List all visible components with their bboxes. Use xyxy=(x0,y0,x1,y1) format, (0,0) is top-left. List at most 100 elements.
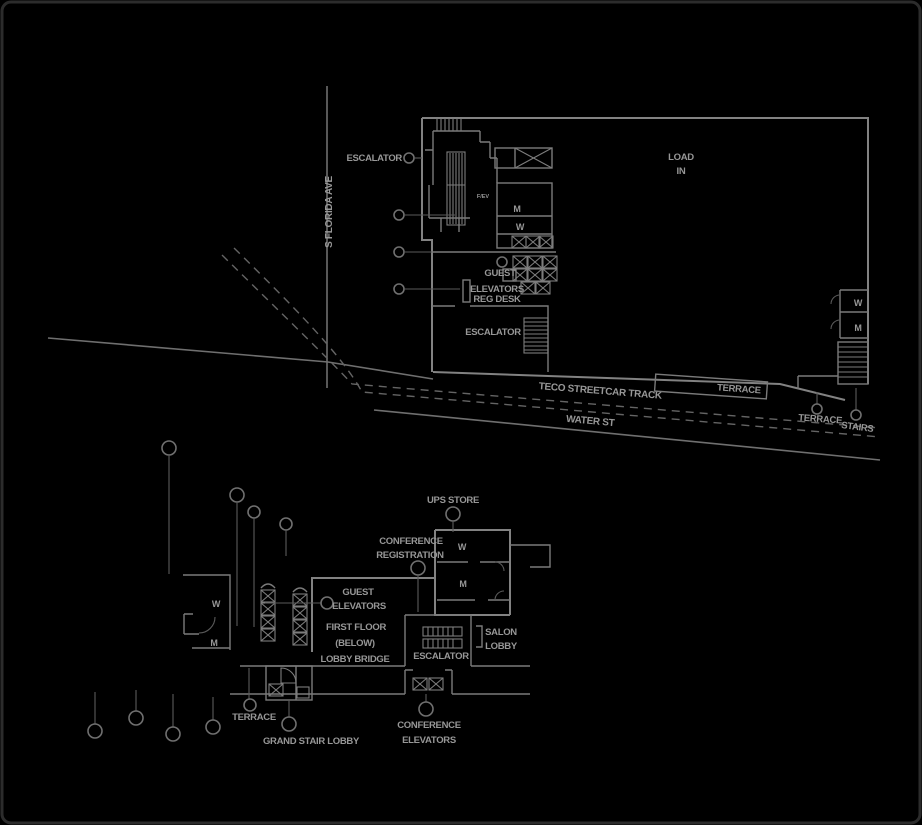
guest-elevator-columns xyxy=(260,583,308,646)
ups-store-label: UPS STORE xyxy=(427,495,479,506)
door-arc-icon xyxy=(494,561,505,601)
mens-room-right-label: M xyxy=(854,323,861,333)
stair-fan-icon xyxy=(280,667,297,684)
street-label-teco: TECO STREETCAR TRACK xyxy=(538,381,663,402)
womens-room-left-label: W xyxy=(212,599,221,609)
callout-circle xyxy=(445,506,461,522)
mens-room-left-label: M xyxy=(210,638,217,648)
conference-elevators-label-1: CONFERENCE xyxy=(397,720,461,731)
callout-circle xyxy=(281,716,297,732)
elevator-box-icon xyxy=(260,602,276,616)
building-left-wall xyxy=(421,118,433,372)
elevator-box-icon xyxy=(527,255,543,269)
callout-circle xyxy=(850,409,862,421)
elevator-box-icon xyxy=(292,606,308,620)
elevator-box-icon xyxy=(292,632,308,646)
salon-escalator-block: ESCALATOR xyxy=(404,614,472,666)
street-label-water-st: WATER ST xyxy=(566,414,615,429)
conference-elevators-label-2: ELEVATORS xyxy=(402,735,456,746)
door-arc-icon xyxy=(830,319,841,330)
west-callouts xyxy=(393,209,460,295)
east-wing-walls xyxy=(510,544,551,568)
lobby-bridge-walls xyxy=(230,665,530,695)
streets: S FLORIDA AVE TECO STREETCAR TRACK WATER… xyxy=(47,86,881,461)
load-in-label-2: IN xyxy=(677,166,686,177)
salon-bracket xyxy=(476,625,483,648)
elevator-box-icon xyxy=(428,677,444,691)
column-cap xyxy=(292,587,308,593)
elevator-box-icon xyxy=(292,619,308,633)
guest-elevators-label-2: ELEVATORS xyxy=(470,284,524,295)
callout-circle xyxy=(410,560,426,576)
callout-circle xyxy=(165,726,181,742)
upper-plan: F/EV ESCALATOR M W xyxy=(346,117,874,435)
callout-circle xyxy=(247,505,261,519)
terrace-callout-label: TERRACE xyxy=(232,712,276,723)
stair-core-hatch-icon xyxy=(436,118,462,131)
callout-circle xyxy=(87,723,103,739)
reg-desk-label: REG DESK xyxy=(473,294,521,305)
right-restrooms: W M xyxy=(830,289,868,339)
womens-room-label: W xyxy=(458,542,467,552)
stairs-callout-label: STAIRS xyxy=(841,420,874,435)
elevator-box-icon xyxy=(292,593,308,607)
lobby-bridge-label: LOBBY BRIDGE xyxy=(320,654,389,665)
escalator-hatch-icon xyxy=(523,317,549,354)
conference-block-outline xyxy=(434,529,511,616)
stair-outline xyxy=(837,341,869,385)
elevator-box-icon xyxy=(525,235,541,249)
first-floor-label-1: FIRST FLOOR xyxy=(326,622,386,633)
callout-circle xyxy=(229,487,245,503)
callout-circle xyxy=(243,698,257,712)
street-north-edge xyxy=(47,337,434,380)
mens-room-label: M xyxy=(513,204,520,214)
core-walls-lower xyxy=(428,150,470,232)
elevator-box-icon xyxy=(527,268,543,282)
conference-block: W M xyxy=(434,529,551,616)
restroom-dividers xyxy=(437,561,510,601)
escalator-hatch-icon xyxy=(422,626,463,649)
northwest-callouts xyxy=(161,440,293,627)
conference-registration-label-2: REGISTRATION xyxy=(376,550,444,561)
escalator-hatch-lines xyxy=(524,321,548,351)
callout-circle xyxy=(418,701,434,717)
guest-elevator-bank: GUEST ELEVATORS REG DESK xyxy=(462,255,558,305)
elevator-box-icon xyxy=(542,255,558,269)
first-floor-outline xyxy=(311,577,435,652)
elevator-box-icon xyxy=(535,281,551,295)
stair-landing-walls xyxy=(797,375,838,389)
grand-stair-lobby-label: GRAND STAIR LOBBY xyxy=(263,736,360,747)
callout-circle xyxy=(393,246,405,258)
door-arc-icon xyxy=(198,616,216,634)
load-in-label-1: LOAD xyxy=(668,152,694,163)
mens-room-label: M xyxy=(459,579,466,589)
callout-circle xyxy=(811,403,823,415)
elevator-box-icon xyxy=(511,235,527,249)
terrace-outline xyxy=(653,373,769,400)
door-arc-icon xyxy=(830,294,841,305)
guest-elevators-label-2: ELEVATORS xyxy=(332,601,386,612)
escalator-callout-label: ESCALATOR xyxy=(346,153,402,164)
terrace-walk: TERRACE xyxy=(653,373,769,400)
streetcar-track-2 xyxy=(233,247,881,438)
elevator-box-icon xyxy=(260,628,276,642)
freight-elevator-label: F/EV xyxy=(477,194,490,200)
callout-circle xyxy=(496,256,508,268)
service-elevator xyxy=(494,147,553,169)
first-floor-label-2: (BELOW) xyxy=(335,638,375,649)
right-stairs xyxy=(797,341,869,389)
elevator-box-icon xyxy=(260,615,276,629)
guest-elevators-label-1: GUEST xyxy=(342,587,374,598)
escalator-room: ESCALATOR xyxy=(432,305,549,372)
street-south-edge xyxy=(373,409,881,461)
womens-room-label: W xyxy=(516,222,525,232)
grand-stair xyxy=(265,665,313,701)
conference-registration-label-1: CONFERENCE xyxy=(379,536,443,547)
elevator-box-icon xyxy=(542,268,558,282)
core-walls xyxy=(425,130,498,183)
building-south-face xyxy=(432,371,846,401)
escalator-room-label: ESCALATOR xyxy=(465,327,521,338)
